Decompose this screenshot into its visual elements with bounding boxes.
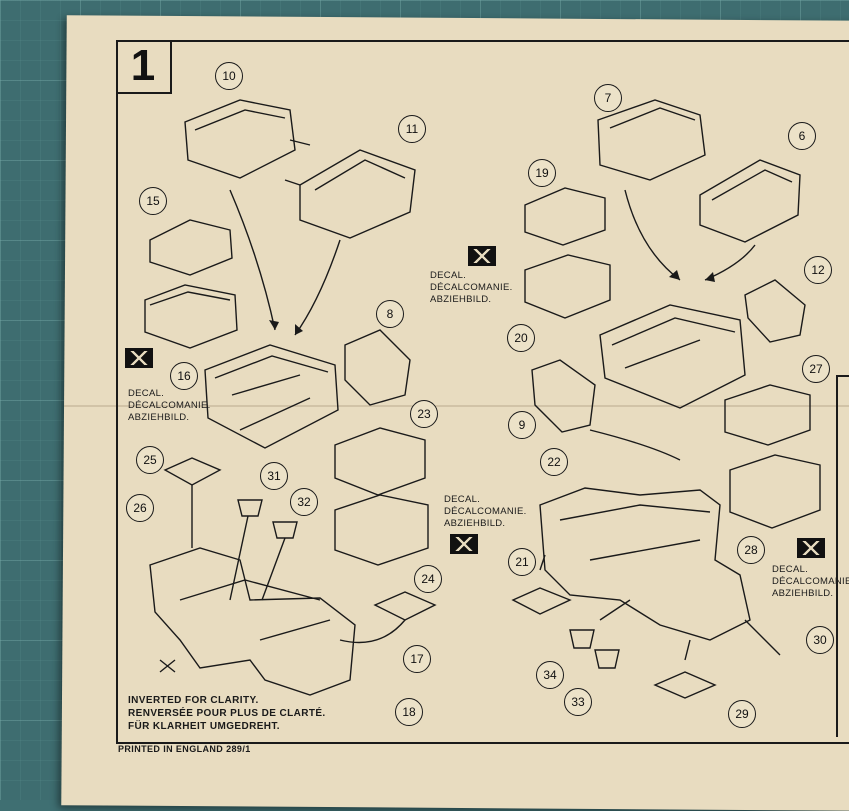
part-27-top bbox=[724, 384, 811, 446]
decal-line-1: DECAL. bbox=[128, 388, 165, 399]
part-8-endcap bbox=[344, 329, 411, 406]
part-15-top bbox=[149, 219, 233, 276]
callout-part-20: 20 bbox=[507, 324, 535, 352]
decal-line-2: DÉCALCOMANIE. bbox=[772, 576, 849, 587]
decal-label-left: DECAL. DÉCALCOMANIE. ABZIEHBILD. bbox=[128, 388, 211, 424]
decal-line-3: ABZIEHBILD. bbox=[444, 518, 506, 529]
decal-icon bbox=[450, 534, 478, 554]
decal-icon bbox=[797, 538, 825, 558]
callout-part-30: 30 bbox=[806, 626, 834, 654]
inverted-note: INVERTED FOR CLARITY. RENVERSÉE POUR PLU… bbox=[128, 694, 326, 733]
part-20-base bbox=[524, 254, 611, 319]
part-17-plate bbox=[373, 591, 437, 621]
callout-part-25: 25 bbox=[136, 446, 164, 474]
callout-part-11: 11 bbox=[398, 115, 426, 143]
callout-part-22: 22 bbox=[540, 448, 568, 476]
part-23-top bbox=[334, 427, 426, 496]
part-25-plate bbox=[163, 457, 222, 486]
callout-part-27: 27 bbox=[802, 355, 830, 383]
step-frame bbox=[116, 40, 849, 744]
callout-part-32: 32 bbox=[290, 488, 318, 516]
assembly-bottom-right bbox=[539, 487, 751, 641]
decal-line-2: DÉCALCOMANIE. bbox=[444, 506, 527, 517]
assembly-bottom-left bbox=[149, 547, 356, 696]
callout-part-24: 24 bbox=[414, 565, 442, 593]
callout-part-19: 19 bbox=[528, 159, 556, 187]
part-16-base bbox=[144, 284, 238, 349]
step-number: 1 bbox=[116, 40, 172, 94]
decal-line-1: DECAL. bbox=[444, 494, 481, 505]
part-11-shell bbox=[299, 149, 416, 239]
part-12-endcap bbox=[744, 279, 806, 343]
callout-part-15: 15 bbox=[139, 187, 167, 215]
callout-part-7: 7 bbox=[594, 84, 622, 112]
part-24-base bbox=[334, 494, 429, 566]
fold-crease bbox=[64, 405, 849, 407]
decal-line-3: ABZIEHBILD. bbox=[772, 588, 834, 599]
part-31-cup bbox=[237, 499, 263, 517]
part-21-stand bbox=[511, 587, 572, 615]
decal-line-3: ABZIEHBILD. bbox=[128, 412, 190, 423]
part-34-cup bbox=[569, 629, 595, 649]
callout-part-9: 9 bbox=[508, 411, 536, 439]
callout-part-8: 8 bbox=[376, 300, 404, 328]
part-19-top bbox=[524, 187, 606, 246]
decal-line-2: DÉCALCOMANIE. bbox=[430, 282, 513, 293]
printed-footer: PRINTED IN ENGLAND 289/1 bbox=[118, 744, 251, 754]
central-hull-left bbox=[204, 344, 339, 449]
callout-part-18: 18 bbox=[395, 698, 423, 726]
part-10-shell bbox=[184, 99, 296, 179]
callout-part-33: 33 bbox=[564, 688, 592, 716]
decal-line-1: DECAL. bbox=[772, 564, 809, 575]
note-line-2: RENVERSÉE POUR PLUS DE CLARTÉ. bbox=[128, 708, 326, 719]
part-33-cup bbox=[594, 649, 620, 669]
decal-label-upper-right: DECAL. DÉCALCOMANIE. ABZIEHBILD. bbox=[430, 270, 513, 306]
callout-part-23: 23 bbox=[410, 400, 438, 428]
central-hull-right bbox=[599, 304, 746, 409]
decal-label-lower-right: DECAL. DÉCALCOMANIE. ABZIEHBILD. bbox=[772, 564, 849, 600]
part-28-base bbox=[729, 454, 821, 529]
decal-line-3: ABZIEHBILD. bbox=[430, 294, 492, 305]
next-step-frame-edge bbox=[836, 375, 849, 737]
note-line-3: FÜR KLARHEIT UMGEDREHT. bbox=[128, 721, 280, 732]
callout-part-34: 34 bbox=[536, 661, 564, 689]
decal-icon bbox=[125, 348, 153, 368]
callout-part-21: 21 bbox=[508, 548, 536, 576]
callout-part-6: 6 bbox=[788, 122, 816, 150]
decal-line-2: DÉCALCOMANIE. bbox=[128, 400, 211, 411]
part-29-stand bbox=[653, 671, 717, 699]
callout-part-26: 26 bbox=[126, 494, 154, 522]
callout-part-31: 31 bbox=[260, 462, 288, 490]
note-line-1: INVERTED FOR CLARITY. bbox=[128, 695, 259, 706]
decal-icon bbox=[468, 246, 496, 266]
part-6-shell bbox=[699, 159, 801, 243]
callout-part-28: 28 bbox=[737, 536, 765, 564]
callout-part-17: 17 bbox=[403, 645, 431, 673]
decal-label-center: DECAL. DÉCALCOMANIE. ABZIEHBILD. bbox=[444, 494, 527, 530]
part-7-shell bbox=[597, 99, 706, 181]
decal-line-1: DECAL. bbox=[430, 270, 467, 281]
callout-part-16: 16 bbox=[170, 362, 198, 390]
part-32-cup bbox=[272, 521, 298, 539]
callout-part-12: 12 bbox=[804, 256, 832, 284]
callout-part-10: 10 bbox=[215, 62, 243, 90]
part-9-endcap bbox=[531, 359, 596, 433]
callout-part-29: 29 bbox=[728, 700, 756, 728]
